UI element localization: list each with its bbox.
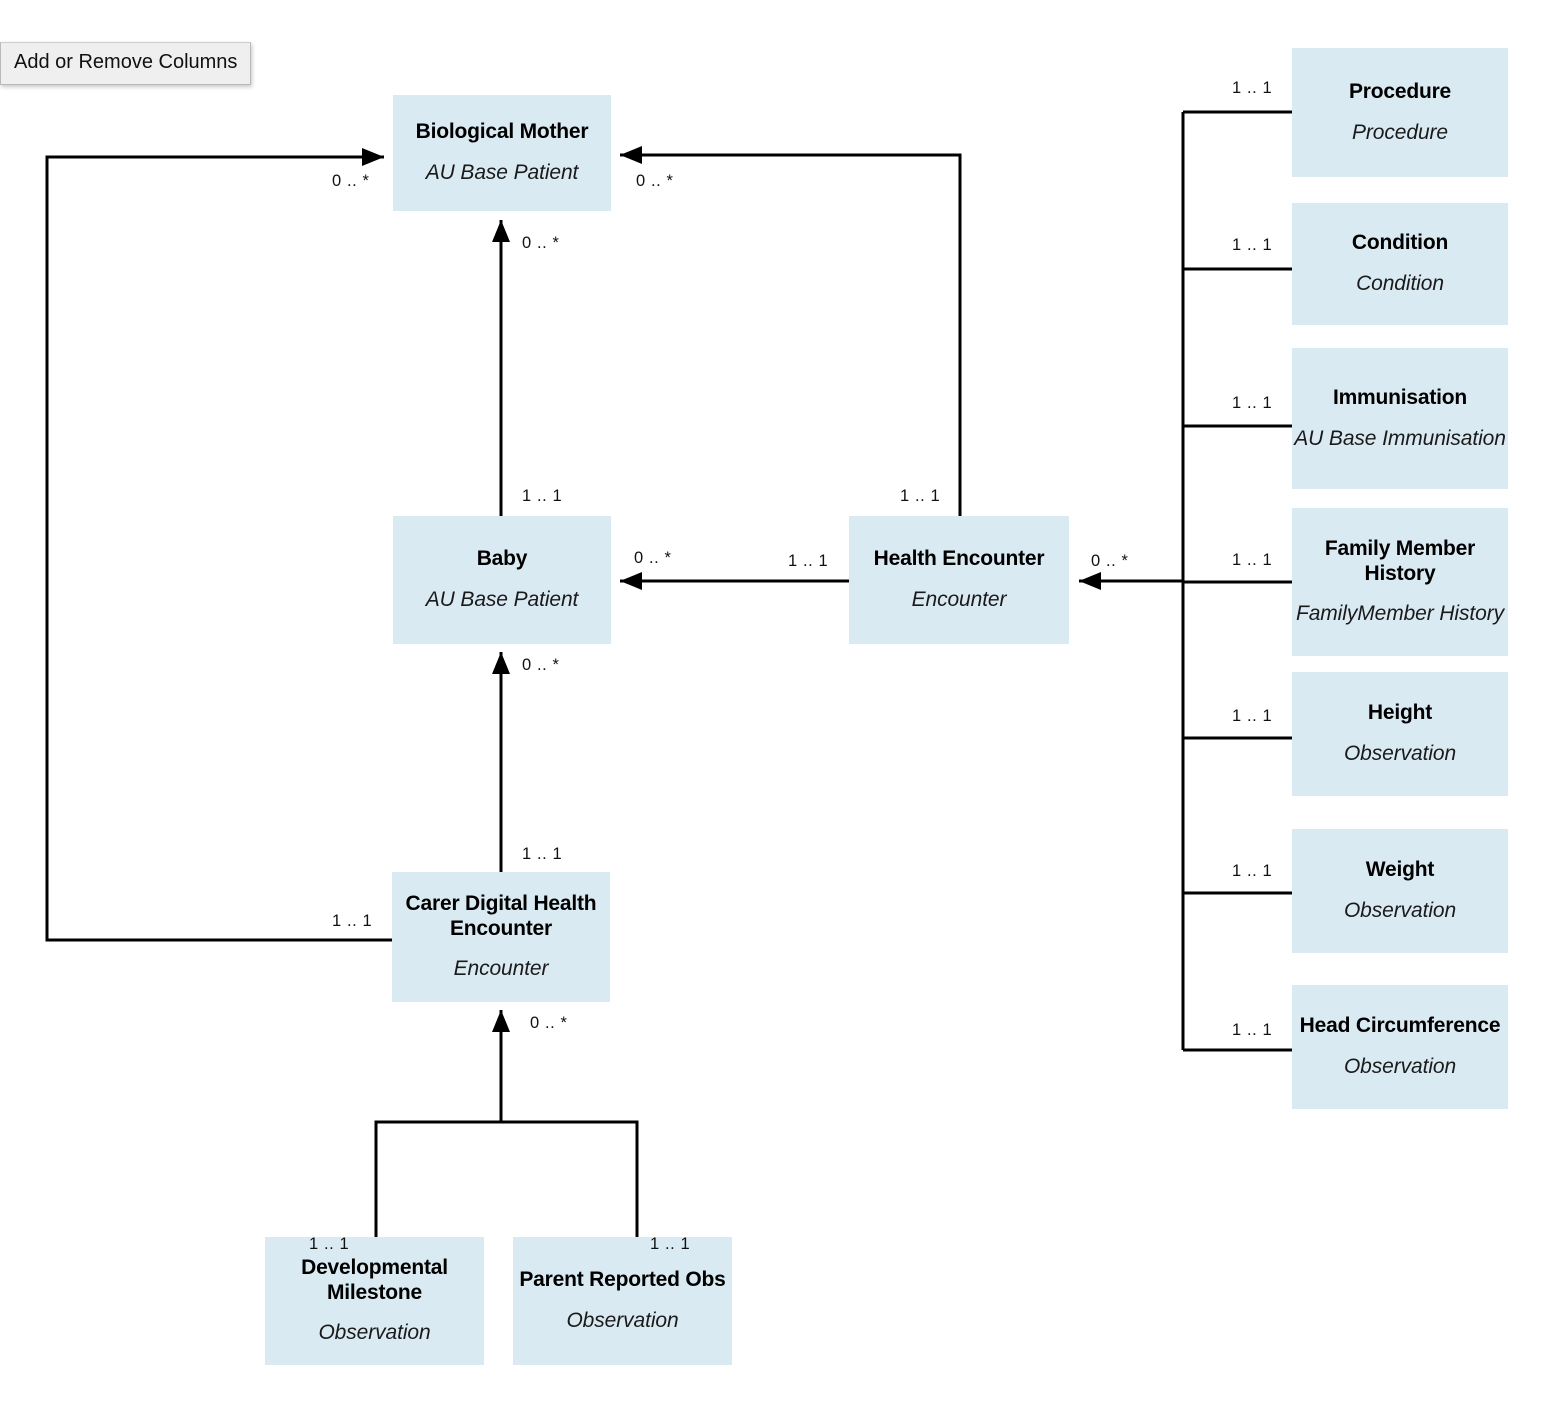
multiplicity-m-obs-to-he-target: 0 .. *: [1091, 552, 1129, 570]
node-name: Baby: [476, 547, 528, 571]
multiplicity-m-baby-from-carer: 0 .. *: [522, 656, 560, 674]
arrowhead: [1079, 572, 1101, 590]
node-type: Observation: [1343, 899, 1457, 922]
node-name: Biological Mother: [415, 120, 589, 144]
multiplicity-m-carer-to-mother: 0 .. *: [332, 172, 370, 190]
arrowhead: [620, 572, 642, 590]
arrowhead: [492, 652, 510, 674]
multiplicity-m-he-to-baby-target: 0 .. *: [634, 549, 672, 567]
multiplicity-m-parent-reported: 1 .. 1: [650, 1235, 691, 1253]
node-type: Observation: [1343, 1055, 1457, 1078]
arrowhead: [362, 148, 384, 166]
node-type: Encounter: [911, 588, 1007, 611]
node-biological-mother[interactable]: Biological Mother AU Base Patient: [393, 95, 611, 211]
multiplicity-m-dev-milestone: 1 .. 1: [309, 1235, 350, 1253]
edge-obs-to-carer: [492, 1010, 510, 1122]
node-name: Family Member History: [1324, 537, 1476, 585]
node-baby[interactable]: Baby AU Base Patient: [393, 516, 611, 644]
multiplicity-m-carer-to-baby: 1 .. 1: [522, 845, 563, 863]
multiplicity-m-he-to-mother: 0 .. *: [636, 172, 674, 190]
multiplicity-m-baby-to-mother: 0 .. *: [522, 234, 560, 252]
node-type: Condition: [1356, 272, 1444, 295]
node-name: Developmental Milestone: [301, 1256, 448, 1304]
node-name: Procedure: [1348, 79, 1452, 103]
node-type: AU Base Immunisation: [1294, 426, 1506, 450]
edge-carer-to-mother: [45, 148, 392, 942]
multiplicity-m-head-circumference: 1 .. 1: [1232, 1021, 1273, 1039]
multiplicity-m-weight: 1 .. 1: [1232, 862, 1273, 880]
node-name: Carer Digital Health Encounter: [405, 892, 597, 940]
node-type: AU Base Patient: [425, 161, 579, 184]
multiplicity-m-mother-from-baby: 1 .. 1: [522, 487, 563, 505]
multiplicity-m-mother-from-he: 1 .. 1: [900, 487, 941, 505]
multiplicity-m-carer-from-obs: 0 .. *: [530, 1014, 568, 1032]
arrowhead: [492, 220, 510, 242]
multiplicity-m-immunisation: 1 .. 1: [1232, 394, 1273, 412]
edge-fork-bar: [374, 1120, 639, 1237]
node-type: AU Base Patient: [425, 588, 579, 611]
node-type: Procedure: [1352, 120, 1448, 144]
multiplicity-m-carer-to-mother-src: 1 .. 1: [332, 912, 373, 930]
node-name: Head Circumference: [1299, 1014, 1501, 1038]
node-type: FamilyMember History: [1295, 602, 1505, 626]
edge-he-to-mother: [620, 146, 962, 516]
edge-carer-to-baby: [492, 652, 510, 872]
arrowhead: [492, 1010, 510, 1032]
node-name: Immunisation: [1332, 385, 1468, 409]
edge-he-to-baby: [620, 572, 849, 590]
node-immunisation[interactable]: Immunisation AU Base Immunisation: [1292, 348, 1508, 489]
add-or-remove-columns-tooltip[interactable]: Add or Remove Columns: [0, 42, 252, 85]
node-type: Observation: [318, 1321, 431, 1345]
tooltip-label: Add or Remove Columns: [14, 51, 238, 73]
node-type: Observation: [566, 1309, 679, 1332]
node-type: Observation: [1343, 742, 1457, 765]
node-name: Parent Reported Obs: [519, 1268, 726, 1292]
node-name: Condition: [1351, 231, 1449, 255]
node-name: Weight: [1365, 858, 1435, 882]
node-name: Health Encounter: [873, 547, 1045, 571]
edge-baby-to-mother: [492, 220, 510, 516]
multiplicity-m-height: 1 .. 1: [1232, 707, 1273, 725]
arrowhead: [620, 146, 642, 164]
node-name: Height: [1367, 701, 1433, 725]
multiplicity-m-he-to-baby-source: 1 .. 1: [788, 552, 829, 570]
multiplicity-m-condition: 1 .. 1: [1232, 236, 1273, 254]
multiplicity-m-procedure: 1 .. 1: [1232, 79, 1273, 97]
edge-obs-bus-to-he: [1079, 572, 1183, 590]
node-type: Encounter: [453, 957, 549, 981]
multiplicity-m-family-member-history: 1 .. 1: [1232, 551, 1273, 569]
